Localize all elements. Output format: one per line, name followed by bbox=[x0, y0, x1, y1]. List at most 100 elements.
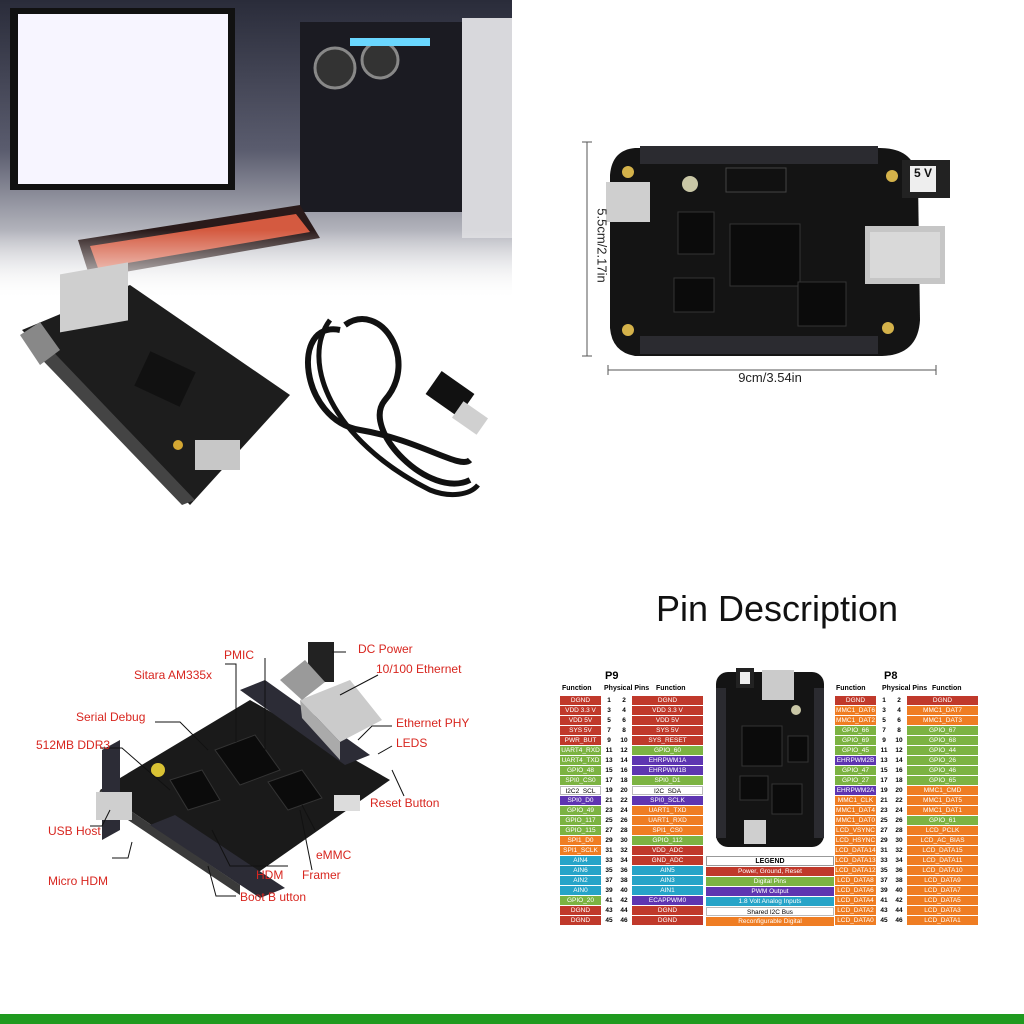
height-dimension-label: 5.5cm/2.17in bbox=[594, 208, 610, 283]
dimension-diagram: 5.5cm/2.17in 9cm/3.54in 5 V bbox=[570, 130, 970, 400]
pin-function-left: GPIO_49 bbox=[560, 806, 601, 815]
pin-number-right: 12 bbox=[892, 746, 906, 755]
pin-number-left: 35 bbox=[602, 866, 616, 875]
legend-title: LEGEND bbox=[706, 856, 834, 866]
pin-number-left: 9 bbox=[602, 736, 616, 745]
pin-number-left: 33 bbox=[602, 856, 616, 865]
callout-usb-host: USB Host bbox=[48, 824, 101, 838]
pin-function-right: SPI0_SCLK bbox=[632, 796, 703, 805]
pin-number-left: 41 bbox=[602, 896, 616, 905]
pin-number-left: 35 bbox=[877, 866, 891, 875]
pin-number-right: 26 bbox=[892, 816, 906, 825]
legend-item: Power, Ground, Reset bbox=[706, 867, 834, 876]
pin-number-right: 32 bbox=[892, 846, 906, 855]
pin-table-board-image bbox=[710, 666, 830, 851]
pin-function-right: LCD_DATA11 bbox=[907, 856, 978, 865]
pin-function-right: GPIO_68 bbox=[907, 736, 978, 745]
pin-number-right: 46 bbox=[892, 916, 906, 925]
width-dimension-label: 9cm/3.54in bbox=[738, 370, 802, 385]
pin-function-right: I2C_SDA bbox=[632, 786, 703, 795]
callout-ddr3: 512MB DDR3 bbox=[36, 738, 111, 752]
pin-function-left: DGND bbox=[835, 696, 876, 705]
pin-function-left: GPIO_27 bbox=[835, 776, 876, 785]
pin-function-left: MMC1_DAT4 bbox=[835, 806, 876, 815]
callout-framer: Framer bbox=[302, 868, 341, 882]
pin-number-right: 2 bbox=[617, 696, 631, 705]
pin-number-right: 14 bbox=[617, 756, 631, 765]
pin-function-right: LCD_AC_BIAS bbox=[907, 836, 978, 845]
pin-function-left: GPIO_69 bbox=[835, 736, 876, 745]
pin-function-right: LCD_DATA1 bbox=[907, 916, 978, 925]
pin-number-left: 45 bbox=[877, 916, 891, 925]
pin-function-right: DGND bbox=[632, 906, 703, 915]
pin-function-left: GPIO_117 bbox=[560, 816, 601, 825]
pin-function-right: VDD 3.3 V bbox=[632, 706, 703, 715]
p9-col-function-left: Function bbox=[562, 685, 592, 692]
pin-number-right: 6 bbox=[617, 716, 631, 725]
pin-number-left: 43 bbox=[602, 906, 616, 915]
pin-number-left: 31 bbox=[877, 846, 891, 855]
pin-function-left: MMC1_DAT0 bbox=[835, 816, 876, 825]
pin-number-left: 39 bbox=[602, 886, 616, 895]
pin-number-left: 43 bbox=[877, 906, 891, 915]
callout-reset-button: Reset Button bbox=[370, 796, 440, 810]
pin-number-left: 31 bbox=[602, 846, 616, 855]
p8-col-function-left: Function bbox=[836, 685, 866, 692]
pin-function-right: VDD 5V bbox=[632, 716, 703, 725]
pin-number-left: 5 bbox=[602, 716, 616, 725]
legend-item: 1.8 Volt Analog Inputs bbox=[706, 897, 834, 906]
pin-number-right: 28 bbox=[892, 826, 906, 835]
pin-number-left: 33 bbox=[877, 856, 891, 865]
pin-function-right: EHRPWM1A bbox=[632, 756, 703, 765]
pin-function-left: SPI1_D0 bbox=[560, 836, 601, 845]
pin-function-left: LCD_HSYNC bbox=[835, 836, 876, 845]
pin-number-left: 19 bbox=[602, 786, 616, 795]
pin-number-right: 28 bbox=[617, 826, 631, 835]
mini-board-svg bbox=[716, 668, 824, 847]
pin-function-left: AIN4 bbox=[560, 856, 601, 865]
pin-number-left: 17 bbox=[877, 776, 891, 785]
dimension-board-svg bbox=[582, 141, 950, 375]
pin-function-right: VDD_ADC bbox=[632, 846, 703, 855]
pin-function-right: DGND bbox=[907, 696, 978, 705]
pin-number-left: 13 bbox=[877, 756, 891, 765]
p9-col-function-right: Function bbox=[656, 685, 686, 692]
pin-function-right: LCD_PCLK bbox=[907, 826, 978, 835]
legend-item: PWM Output bbox=[706, 887, 834, 896]
callout-emmc: eMMC bbox=[316, 848, 352, 862]
pin-function-left: SPI1_SCLK bbox=[560, 846, 601, 855]
pin-number-left: 9 bbox=[877, 736, 891, 745]
pin-function-left: MMC1_DAT2 bbox=[835, 716, 876, 725]
pin-function-left: LCD_DATA6 bbox=[835, 886, 876, 895]
pin-function-left: AIN0 bbox=[560, 886, 601, 895]
pin-function-left: UART4_TXD bbox=[560, 756, 601, 765]
pin-number-left: 45 bbox=[602, 916, 616, 925]
pin-number-right: 6 bbox=[892, 716, 906, 725]
pin-function-right: LCD_DATA15 bbox=[907, 846, 978, 855]
